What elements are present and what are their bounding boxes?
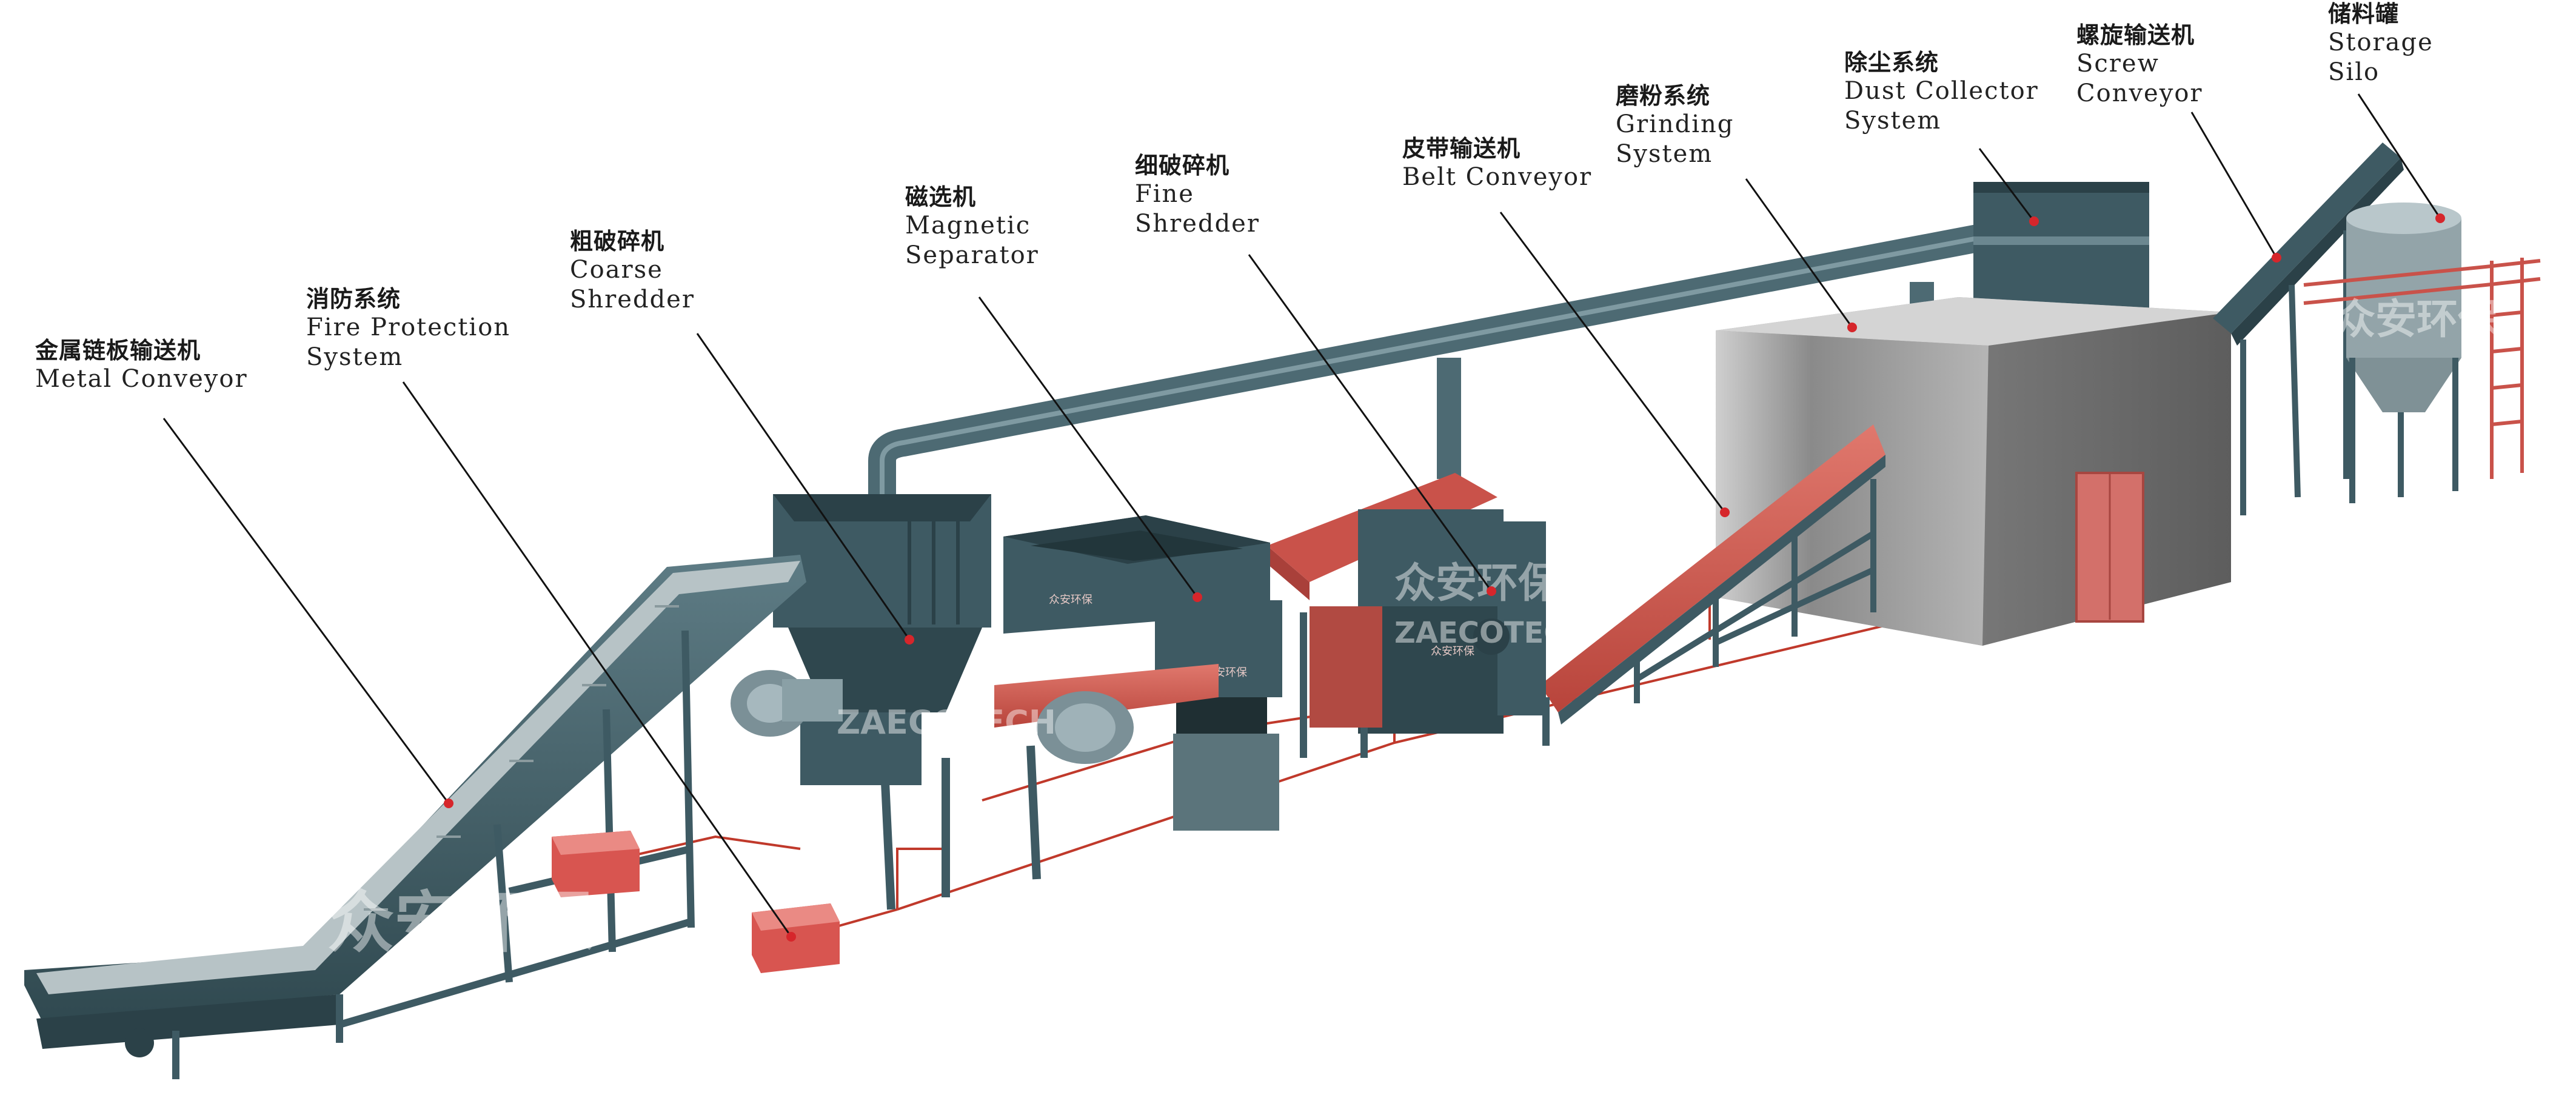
leader-fire-protection	[402, 381, 792, 937]
dot-metal-conveyor	[444, 799, 453, 808]
leader-grinding-system	[1745, 178, 1853, 328]
label-zh: 消防系统	[306, 286, 401, 312]
label-en: Coarse	[570, 256, 663, 284]
dot-fire-protection	[786, 932, 796, 942]
dot-magnetic-separator	[1193, 592, 1202, 602]
label-coarse-shredder: 粗破碎机 Coarse Shredder	[570, 227, 695, 315]
label-fire-protection: 消防系统 Fire Protection System	[306, 285, 510, 372]
label-en: Silo	[2328, 58, 2380, 87]
fine-shredder-unit: 众安环保	[1267, 473, 1550, 758]
leader-dots	[444, 213, 2445, 942]
leader-dust-collector	[1978, 148, 2035, 222]
watermark-zh: 众安环保	[327, 884, 595, 962]
label-en: Shredder	[570, 286, 695, 314]
label-en: Grinding	[1616, 110, 1735, 139]
leader-lines	[162, 93, 2441, 937]
label-en: Shredder	[1135, 210, 1260, 238]
label-en: Fire Protection	[306, 313, 511, 342]
watermark-zh: 众安环保	[1394, 560, 1560, 608]
fine-shredder-plate: 众安环保	[1431, 645, 1474, 658]
leader-belt-conveyor	[1499, 212, 1726, 513]
dot-screw-conveyor	[2272, 253, 2281, 263]
label-dust-collector: 除尘系统 Dust Collector System	[1844, 49, 2039, 136]
magnetic-separator-unit: 众安环保 众安环保	[994, 515, 1282, 831]
label-zh: 除尘系统	[1844, 49, 1939, 76]
leader-metal-conveyor	[162, 418, 450, 804]
label-magnetic-separator: 磁选机 Magnetic Separator	[905, 183, 1039, 270]
metal-conveyor-unit	[24, 555, 806, 1079]
watermarks: 众安环保 ZAECOTECH 众安环保 ZAECOTECH 众安环保	[327, 296, 2500, 962]
label-fine-shredder: 细破碎机 Fine Shredder	[1135, 152, 1260, 239]
label-zh: 磁选机	[905, 184, 977, 210]
leader-magnetic-separator	[978, 296, 1199, 598]
label-en: System	[1616, 140, 1713, 169]
label-zh: 粗破碎机	[570, 228, 665, 255]
dot-fine-shredder	[1487, 586, 1496, 596]
label-en: Metal Conveyor	[35, 365, 248, 393]
label-en: Magnetic	[905, 212, 1031, 240]
storage-silo-unit	[2303, 203, 2541, 503]
leader-screw-conveyor	[2190, 112, 2278, 258]
label-en: Storage	[2328, 28, 2434, 57]
watermark-en: ZAECOTECH	[837, 703, 1056, 742]
label-zh: 细破碎机	[1135, 152, 1230, 179]
label-en: Conveyor	[2076, 79, 2203, 108]
dot-coarse-shredder	[905, 635, 914, 645]
dot-grinding-system	[1847, 323, 1857, 332]
label-zh: 螺旋输送机	[2076, 22, 2195, 49]
coarse-shredder-unit	[731, 494, 1041, 910]
label-en: Dust Collector	[1844, 77, 2039, 105]
label-en: Belt Conveyor	[1402, 163, 1593, 192]
dot-dust-collector	[2029, 216, 2039, 226]
watermark-zh: 众安环保	[2334, 296, 2500, 344]
label-zh: 皮带输送机	[1402, 135, 1521, 162]
label-zh: 金属链板输送机	[35, 337, 201, 364]
leader-coarse-shredder	[696, 333, 911, 640]
leader-fine-shredder	[1248, 254, 1493, 592]
dot-storage-silo	[2435, 213, 2445, 223]
label-storage-silo: 储料罐 Storage Silo	[2328, 0, 2434, 87]
label-en: System	[306, 343, 404, 372]
label-zh: 储料罐	[2328, 1, 2400, 27]
watermark-en: ZAECOTECH	[1394, 616, 1590, 650]
dot-belt-conveyor	[1720, 507, 1730, 517]
label-screw-conveyor: 螺旋输送机 Screw Conveyor	[2076, 21, 2203, 109]
leader-storage-silo	[2357, 93, 2441, 219]
label-grinding-system: 磨粉系统 Grinding System	[1616, 82, 1734, 169]
label-en: Screw	[2076, 50, 2159, 78]
label-zh: 磨粉系统	[1616, 82, 1711, 109]
belt-conveyor-unit	[1540, 424, 1885, 725]
label-belt-conveyor: 皮带输送机 Belt Conveyor	[1402, 135, 1592, 192]
label-en: Fine	[1135, 180, 1194, 209]
label-en: Separator	[905, 241, 1039, 270]
label-en: System	[1844, 107, 1942, 135]
label-metal-conveyor: 金属链板输送机 Metal Conveyor	[35, 337, 248, 394]
magnetic-separator-plate: 众安环保	[1049, 594, 1092, 606]
